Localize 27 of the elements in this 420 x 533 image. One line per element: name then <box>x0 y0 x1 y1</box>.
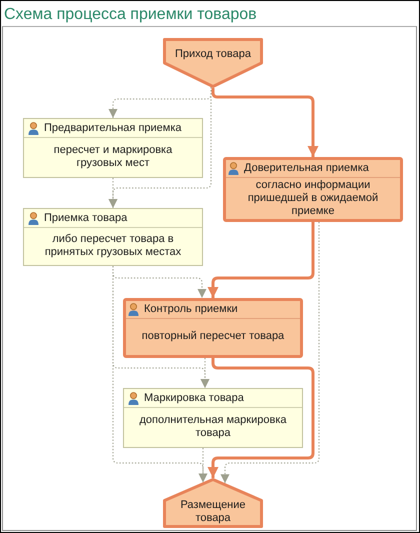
process-box <box>23 118 203 178</box>
flow-arrow <box>208 358 314 478</box>
end-pentagon <box>163 478 263 528</box>
process-box <box>123 388 303 448</box>
step-title: Приемка товара <box>44 212 128 224</box>
step-description: либо пересчет товара в принятых грузовых местах <box>44 233 182 259</box>
flow-arrow <box>212 88 318 157</box>
terminal-label: Размещение товара <box>179 499 247 525</box>
diagram-title: Схема процесса приемки товаров <box>4 5 257 24</box>
step-title: Маркировка товара <box>144 392 244 404</box>
flow-arrow <box>220 222 320 484</box>
step-title: Предварительная приемка <box>44 122 182 134</box>
step-title: Доверительная приемка <box>244 162 369 175</box>
flow-arrow <box>112 266 208 483</box>
step-description: согласно информации пришедшей в ожидаемой приемке <box>246 178 380 218</box>
step-description: повторный пересчет товара <box>142 330 284 343</box>
step-description: пересчет и маркировка грузовых мест <box>52 144 174 170</box>
terminal-label: Приход товара <box>174 48 252 61</box>
flow-arrow <box>200 358 210 388</box>
flow-arrow <box>108 178 118 208</box>
process-box <box>223 157 403 222</box>
step-title: Контроль приемки <box>144 303 238 316</box>
process-box <box>123 298 303 358</box>
step-description: дополнительная маркировка товара <box>138 414 288 440</box>
process-box <box>23 208 203 266</box>
flow-arrow <box>208 222 314 298</box>
start-pentagon <box>163 38 263 88</box>
